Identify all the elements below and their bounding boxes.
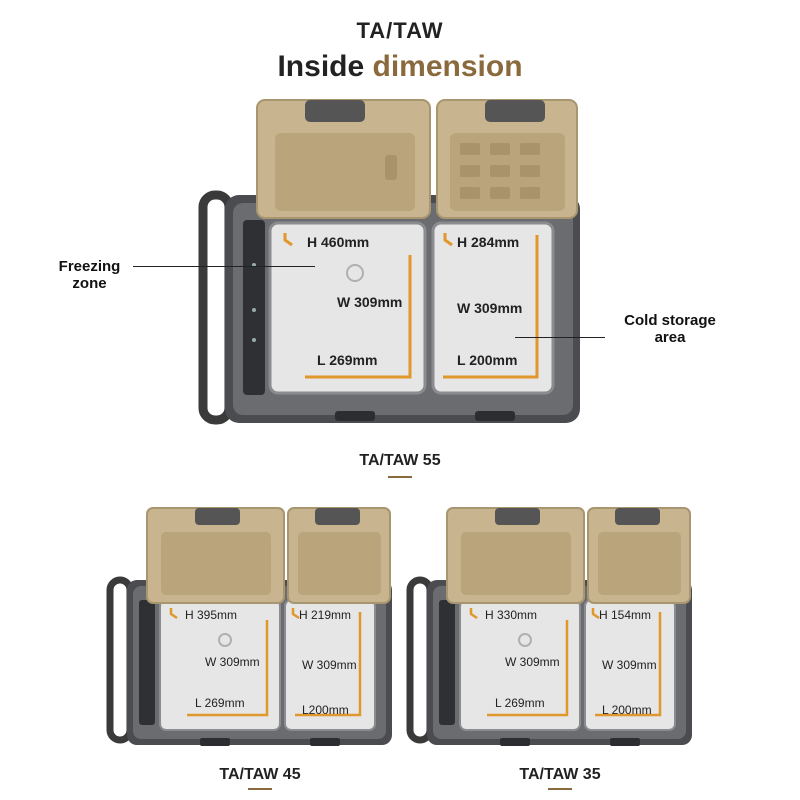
freezer-dim-line [305,255,412,379]
fridge-length: L200mm [302,703,349,717]
freezer-height: H 330mm [485,608,537,622]
fridge-dim-line [443,235,539,379]
fridge-height: H 284mm [457,234,519,250]
fridge-35-illustration: H 330mm W 309mm L 269mm H 154mm W 309mm … [406,507,692,746]
freezer-h-marker [283,233,293,247]
fridge-h-marker [443,233,453,247]
fridge-45-illustration: H 395mm W 309mm L 269mm H 219mm W 309mm … [106,507,392,746]
fridge-height: H 154mm [599,608,651,622]
fridge-width: W 309mm [457,300,522,316]
control-panel [243,220,265,395]
freezer-width: W 309mm [505,655,560,669]
freezer-length: L 269mm [317,352,377,368]
model-underline-35 [548,788,572,790]
freezer-width: W 309mm [337,294,402,310]
page-title: Inside dimension [0,50,800,84]
fridge-length: L 200mm [457,352,517,368]
fridge-height: H 219mm [299,608,351,622]
freezer-length: L 269mm [495,696,545,710]
freezer-height: H 395mm [185,608,237,622]
control-panel [439,600,455,725]
fridge-length: L 200mm [602,703,652,717]
model-label-35: TA/TAW 35 [519,766,601,783]
fridge-width: W 309mm [302,658,357,672]
model-label-55: TA/TAW 55 [359,452,441,469]
model-underline-55 [388,476,412,478]
cold-storage-leader [515,337,605,338]
model-underline-45 [248,788,272,790]
series-title: TA/TAW [356,18,444,43]
freezer-interior [268,221,427,395]
title-part-2: dimension [372,50,523,83]
model-label-45: TA/TAW 45 [219,766,301,783]
control-panel [139,600,155,725]
fridge-width: W 309mm [602,658,657,672]
fridge-55-illustration: H 460mm W 309mm L 269mm H 284mm W 309mm … [198,99,580,425]
fridge-interior [431,221,555,395]
freezer-length: L 269mm [195,696,245,710]
cold-storage-label: Cold storage area [624,312,716,346]
freezing-zone-leader [133,266,315,267]
title-part-1: Inside [277,50,373,83]
freezer-height: H 460mm [307,234,369,250]
freezer-width: W 309mm [205,655,260,669]
freezing-zone-label: Freezing zone [58,258,121,292]
